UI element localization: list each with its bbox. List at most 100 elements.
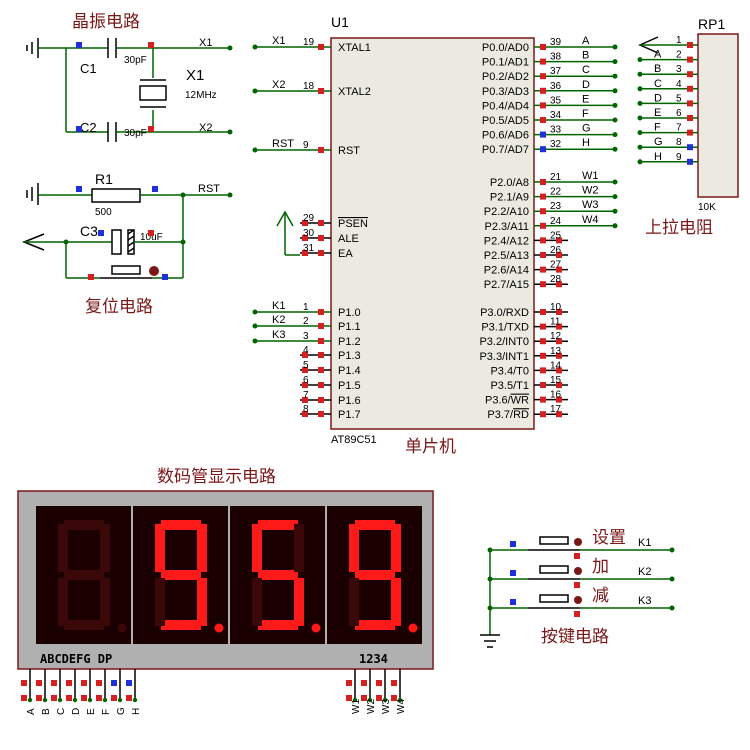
- mcu-pin-name: EA: [338, 248, 353, 260]
- segment-d: [64, 620, 104, 630]
- mcu-pin-name: P0.4/AD4: [482, 100, 529, 112]
- mcu-pin-number: 3: [303, 331, 309, 342]
- mcu-pin-name: P1.7: [338, 409, 361, 421]
- digit-pin-label: 1234: [359, 652, 388, 666]
- x1-value: 12MHz: [185, 90, 217, 101]
- display-seg-pin-label: B: [41, 708, 52, 715]
- push-button-icon: [539, 594, 569, 603]
- segment-a: [161, 520, 201, 530]
- display-digit-pin-label: W3: [381, 699, 392, 714]
- mcu-pin-number: 26: [550, 245, 562, 256]
- rp1-pin-number: 2: [676, 50, 682, 61]
- ground-icon: [26, 38, 39, 58]
- mcu-pin-number: 28: [550, 274, 562, 285]
- segment-f: [252, 524, 262, 572]
- push-button-icon: [539, 565, 569, 574]
- mcu-net-label: E: [582, 93, 589, 105]
- mcu-pin-name: P1.0: [338, 307, 361, 319]
- key-label: 减: [592, 586, 609, 606]
- mcu-pin-name: P3.4/T0: [490, 365, 529, 377]
- display-digit-pin-label: W1: [351, 699, 362, 714]
- mcu-pin-number: 14: [550, 360, 562, 371]
- segment-a: [64, 520, 104, 530]
- reset-circuit: R1 500 RST C3 10uF 复位电: [21, 171, 233, 317]
- mcu-net-label: H: [582, 137, 590, 149]
- segment-b: [391, 524, 401, 572]
- pullup-title: 上拉电阻: [645, 218, 713, 238]
- mcu-net-label: X2: [272, 79, 285, 91]
- mcu-net-label: W1: [582, 170, 599, 182]
- rp1-ref: RP1: [698, 16, 725, 32]
- net-rst-label: RST: [198, 183, 220, 195]
- display-seg-pin-d: D: [66, 669, 82, 715]
- mcu-pin-name: P1.3: [338, 350, 361, 362]
- c1-label: C1: [80, 61, 97, 76]
- button-state-icon: [574, 567, 582, 575]
- segment-d: [355, 620, 395, 630]
- segment-d: [161, 620, 201, 630]
- c3-value: 10uF: [140, 232, 163, 243]
- segment-f: [58, 524, 68, 572]
- display-seg-pin-label: D: [71, 708, 82, 715]
- net-x2-label: X2: [199, 122, 212, 134]
- mcu-pin-name: P0.2/AD2: [482, 71, 529, 83]
- mcu-pin-name: P1.4: [338, 365, 361, 377]
- key-net-label: K1: [638, 537, 651, 549]
- mcu-net-label: K2: [272, 314, 285, 326]
- mcu-net-label: K1: [272, 300, 285, 312]
- button-state-icon: [149, 266, 159, 276]
- display-seg-pin-c: C: [51, 669, 67, 715]
- mcu-pin-name: XTAL2: [338, 86, 371, 98]
- mcu-pin-number: 29: [303, 213, 315, 224]
- segment-b: [100, 524, 110, 572]
- mcu-pin-number: 30: [303, 228, 315, 239]
- segment-d: [258, 620, 298, 630]
- mcu-pin-number: 7: [303, 390, 309, 401]
- r1-label: R1: [95, 171, 113, 187]
- button-state-icon: [574, 596, 582, 604]
- mcu-pin-number: 11: [550, 317, 561, 328]
- mcu-body: [330, 37, 535, 430]
- rp1-net-label: A: [654, 49, 662, 61]
- keys-title: 按键电路: [541, 627, 609, 647]
- segment-e: [58, 578, 68, 626]
- rp1-net-label: C: [654, 78, 662, 90]
- mcu-pin-number: 8: [303, 404, 309, 415]
- reset-circuit-title: 复位电路: [85, 297, 153, 317]
- segment-e: [252, 578, 262, 626]
- rp1-net-label: B: [654, 63, 661, 75]
- mcu-pin-number: 2: [303, 316, 309, 327]
- display-digit-pin-label: W2: [366, 699, 377, 714]
- display-digit-3: 5: [230, 506, 325, 644]
- rp1-value: 10K: [698, 202, 716, 213]
- resistor-r1-icon: [91, 188, 141, 203]
- mcu-pin-name: P2.7/A15: [484, 279, 529, 291]
- mcu-pin-number: 21: [550, 172, 562, 183]
- net-x1-label: X1: [199, 37, 212, 49]
- crystal-circuit-title: 晶振电路: [72, 12, 140, 32]
- mcu-pin-name: P0.5/AD5: [482, 115, 529, 127]
- key-label: 加: [592, 557, 609, 577]
- mcu-net-label: C: [582, 64, 590, 76]
- capacitor-c1-icon: [107, 38, 117, 58]
- display-title: 数码管显示电路: [157, 467, 276, 487]
- mcu-pin-name: P1.1: [338, 321, 361, 333]
